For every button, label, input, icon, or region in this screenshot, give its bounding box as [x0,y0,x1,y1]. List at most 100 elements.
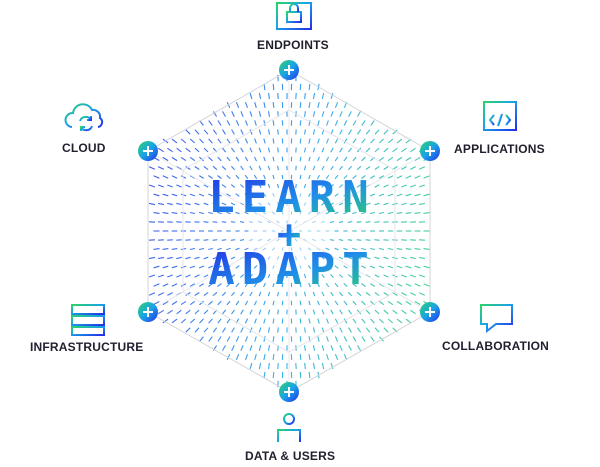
radial-dash [340,166,343,170]
radial-dash [209,337,213,342]
center-text: LEARN + ADAPT [208,172,375,295]
radial-dash [327,120,329,125]
radial-dash [388,157,393,160]
radial-dash [349,345,352,350]
radial-dash [199,266,204,268]
radial-dash [321,240,325,241]
radial-dash [353,139,356,143]
radial-dash [259,93,260,99]
radial-dash [190,249,195,250]
radial-dash [340,148,343,152]
radial-dash [232,310,235,314]
radial-dash [419,167,425,170]
radial-dash [195,310,199,314]
radial-dash [154,266,160,268]
radial-dash [340,111,342,116]
radial-dash [259,328,260,333]
radial-dash [424,249,430,250]
radial-dash [154,194,160,196]
node-data-users[interactable] [279,382,299,402]
radial-dash [227,121,230,126]
radial-dash [331,166,334,170]
radial-dash [357,130,360,135]
radial-dash [318,102,319,108]
node-collaboration[interactable] [420,302,440,322]
user-icon [278,414,300,442]
radial-dash [348,240,352,241]
radial-dash [268,148,269,153]
radial-dash [397,139,402,143]
node-applications[interactable] [420,141,440,161]
radial-dash [236,120,238,125]
radial-dash [348,148,351,152]
radial-dash [305,363,306,369]
radial-dash [379,194,384,196]
node-infrastructure[interactable] [138,302,158,322]
radial-dash [278,148,279,153]
radial-dash [397,176,402,179]
radial-dash [322,363,323,369]
radial-dash [186,130,190,134]
radial-dash [259,111,260,117]
radial-dash [327,336,329,341]
radial-dash [300,301,301,306]
radial-dash [250,310,252,315]
node-endpoints[interactable] [279,60,299,80]
radial-dash [250,111,252,116]
radial-dash [335,139,337,144]
radial-dash [318,157,320,161]
radial-dash [349,328,352,333]
radial-dash [163,284,168,286]
radial-dash [223,130,226,135]
radial-dash [172,139,177,143]
radial-dash [227,301,230,305]
radial-dash [410,203,416,204]
radial-dash [353,337,356,342]
radial-dash [313,310,314,315]
radial-dash [305,166,306,170]
radial-dash [186,275,191,277]
cloud-sync-icon [65,104,102,131]
radial-dash [419,257,425,258]
radial-dash [362,301,366,305]
radial-dash [366,130,370,135]
radial-dash [331,345,333,350]
radial-dash [190,157,195,160]
radial-dash [397,194,402,196]
radial-dash [375,310,379,314]
radial-dash [209,121,213,126]
radial-dash [327,102,329,108]
radial-dash [204,310,208,314]
radial-dash [227,157,230,161]
radial-dash [406,176,411,178]
radial-dash [388,213,393,214]
node-cloud[interactable] [138,141,158,161]
radial-dash [331,111,333,116]
radial-dash [305,310,306,315]
radial-dash [163,249,169,250]
radial-dash [349,111,352,116]
radial-dash [149,203,155,204]
radial-dash [213,328,216,333]
radial-dash [419,275,425,277]
radial-dash [313,345,314,351]
radial-dash [236,354,238,360]
radial-dash [167,275,172,277]
radial-dash [232,130,235,135]
radial-dash [268,310,269,315]
radial-dash [204,166,208,169]
radial-dash [241,130,243,135]
radial-dash [402,310,407,314]
radial-dash [264,336,265,341]
radial-dash [223,328,226,333]
radial-dash [419,185,425,187]
radial-dash [195,203,200,204]
radial-dash [388,194,393,196]
radial-dash [353,301,356,305]
radial-dash [384,130,388,134]
radial-dash [335,120,337,125]
radial-dash [410,167,415,170]
radial-dash [397,301,402,304]
